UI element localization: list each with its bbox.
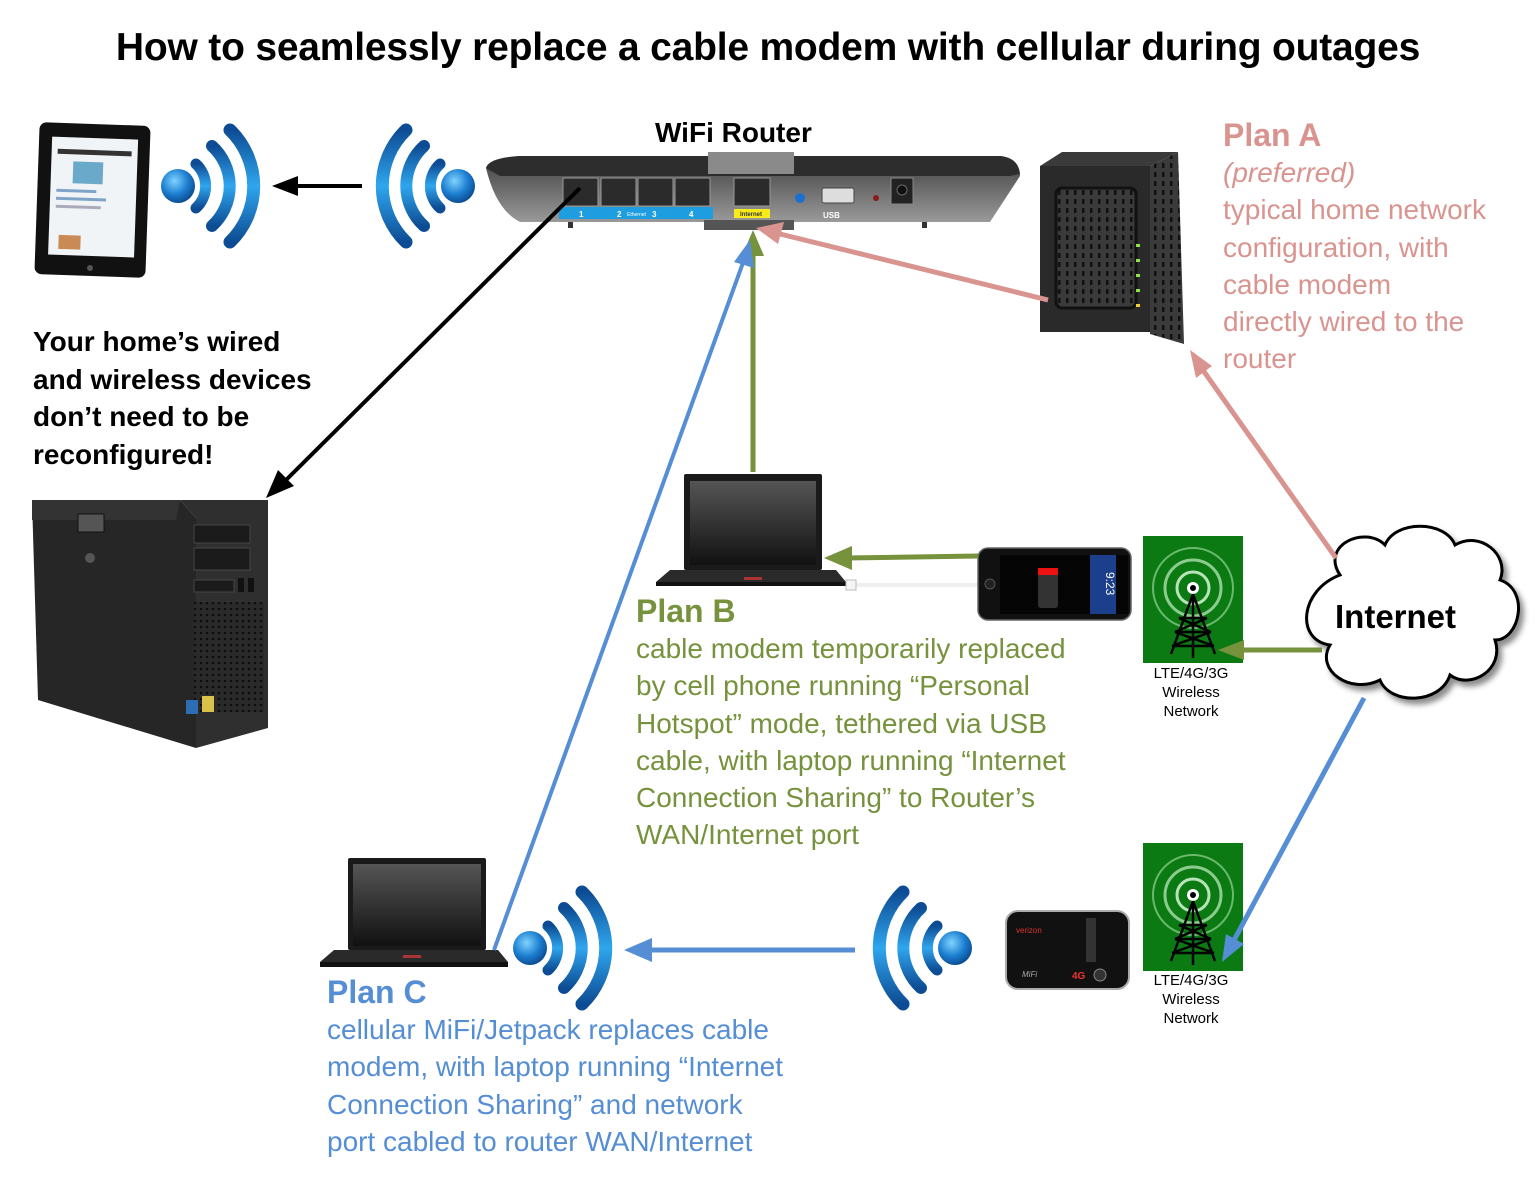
svg-text:Internet: Internet: [740, 212, 762, 218]
home-devices-note: Your home’s wired and wireless devices d…: [33, 323, 353, 473]
plan-b-line: by cell phone running “Personal: [636, 670, 1030, 702]
plan-b-line: Connection Sharing” to Router’s: [636, 782, 1035, 814]
mifi-brand: verizon: [1016, 926, 1042, 935]
arrow-router-to-desktop: [266, 186, 582, 498]
svg-text:1: 1: [579, 210, 584, 219]
arrow-internet-to-modem: [1190, 350, 1339, 560]
plan-c-line: modem, with laptop running “Internet: [327, 1051, 784, 1083]
reset-button: [873, 195, 879, 201]
plan-a-line: configuration, with: [1223, 231, 1449, 263]
plan-a-title: Plan A: [1223, 117, 1322, 153]
arrow-laptopC-to-router: [492, 240, 754, 951]
cell-tower-icon: [1143, 843, 1243, 971]
mifi-badge: 4G: [1072, 971, 1086, 982]
arrow-internet-to-tower: [1218, 640, 1322, 660]
desktop-tower-icon: [32, 500, 268, 748]
network-label-line: LTE/4G/3G: [1153, 665, 1229, 682]
phone-clock: 9:23: [1103, 572, 1117, 596]
plan-a-description: Plan A (preferred) typical home network …: [1223, 116, 1533, 378]
laptop-icon: [320, 858, 508, 967]
wps-button: [795, 193, 805, 203]
plan-c-line: Connection Sharing” and network: [327, 1088, 743, 1120]
wifi-signal-icon: [872, 885, 972, 1011]
svg-text:Ethernet: Ethernet: [627, 212, 647, 218]
svg-text:3: 3: [652, 210, 657, 219]
router-label: WiFi Router: [655, 117, 812, 148]
plan-b-line: cable, with laptop running “Internet: [636, 744, 1066, 776]
plan-a-line: cable modem: [1223, 268, 1392, 300]
internet-port: Internet: [733, 177, 771, 218]
plan-a-line: directly wired to the: [1223, 306, 1465, 338]
cell-tower-icon: [1143, 536, 1243, 663]
cloud-icon: [1305, 524, 1520, 700]
plan-a-line: router: [1223, 343, 1297, 375]
smartphone-icon: 9:23: [977, 547, 1132, 621]
svg-text:4: 4: [689, 210, 694, 219]
cell-network-label: LTE/4G/3G Wireless Network: [1141, 971, 1241, 1028]
tablet-icon: [34, 122, 151, 278]
plan-c-description: Plan C cellular MiFi/Jetpack replaces ca…: [327, 973, 847, 1160]
wifi-signal-icon: [513, 885, 613, 1011]
plan-b-line: WAN/Internet port: [636, 819, 860, 851]
diagram-title: How to seamlessly replace a cable modem …: [115, 26, 1421, 69]
wifi-router: 1 2 Ethernet 3 4 Internet USB: [486, 152, 1020, 230]
plan-b-line: cable modem temporarily replaced: [636, 633, 1066, 664]
internet-label: Internet: [1335, 598, 1457, 635]
note-line: reconfigured!: [33, 438, 214, 470]
mifi-hotspot-icon: verizon MiFi 4G: [1005, 910, 1130, 990]
plan-b-description: Plan B cable modem temporarily replaced …: [636, 592, 1136, 854]
note-line: Your home’s wired: [33, 326, 281, 357]
note-line: and wireless devices: [33, 363, 312, 395]
cell-network-label: LTE/4G/3G Wireless Network: [1141, 664, 1241, 721]
plan-a-line: typical home network: [1223, 194, 1487, 226]
note-line: don’t need to be: [33, 401, 250, 432]
svg-text:USB: USB: [823, 211, 840, 220]
plan-a-subtitle: (preferred): [1223, 157, 1356, 188]
mifi-model: MiFi: [1022, 970, 1037, 979]
network-label-line: Wireless: [1162, 991, 1220, 1008]
wifi-signal-icon: [375, 123, 475, 249]
plan-c-line: port cabled to router WAN/Internet: [327, 1125, 753, 1157]
ethernet-ports: 1 2 Ethernet 3 4: [559, 177, 713, 219]
arrow-internet-to-tower: [1222, 696, 1367, 962]
network-label-line: LTE/4G/3G: [1153, 972, 1229, 989]
svg-text:2: 2: [617, 210, 622, 219]
cable-modem-icon: [1040, 152, 1184, 344]
plan-b-title: Plan B: [636, 593, 736, 629]
arrow-router-to-wireless: [272, 176, 362, 196]
plan-c-title: Plan C: [327, 974, 427, 1010]
usb-port: [821, 187, 855, 204]
laptop-icon: [656, 474, 846, 586]
arrow-modem-to-router: [756, 222, 1049, 303]
network-label-line: Network: [1163, 703, 1219, 720]
network-label-line: Wireless: [1162, 684, 1220, 701]
network-label-line: Network: [1163, 1010, 1219, 1027]
wifi-signal-icon: [161, 123, 261, 249]
arrow-mifi-to-laptop: [624, 938, 855, 962]
arrow-phone-to-laptop: [824, 546, 979, 570]
plan-c-line: cellular MiFi/Jetpack replaces cable: [327, 1014, 769, 1045]
plan-b-line: Hotspot” mode, tethered via USB: [636, 707, 1047, 739]
